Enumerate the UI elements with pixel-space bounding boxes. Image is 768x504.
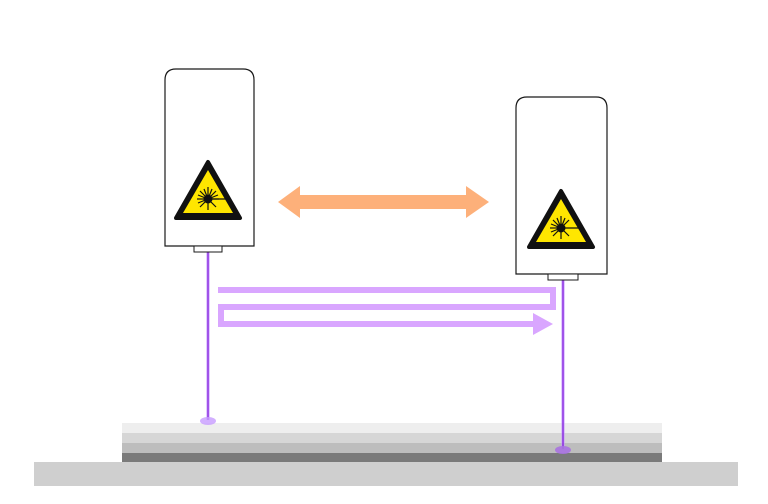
- substrate-base: [34, 462, 738, 486]
- laser-beam-right: [555, 280, 571, 454]
- laser-beam-left: [200, 252, 216, 425]
- laser-head-left: [164, 68, 255, 253]
- sample-layer-mid: [122, 433, 662, 443]
- sample-layer-top: [122, 423, 662, 433]
- sample-layer-low: [122, 443, 662, 453]
- serpentine-scan-arrow: [218, 287, 556, 335]
- laser-nozzle-left: [193, 245, 223, 253]
- beam-spot-left: [200, 417, 216, 425]
- sample-stack: [122, 423, 662, 462]
- laser-nozzle-right: [547, 273, 579, 281]
- laser-head-right: [515, 96, 608, 281]
- double-headed-arrow: [278, 186, 489, 218]
- sample-layer-dark: [122, 453, 662, 462]
- laser-warning-icon: [527, 189, 595, 249]
- beam-spot-right: [555, 446, 571, 454]
- laser-warning-icon: [174, 160, 242, 220]
